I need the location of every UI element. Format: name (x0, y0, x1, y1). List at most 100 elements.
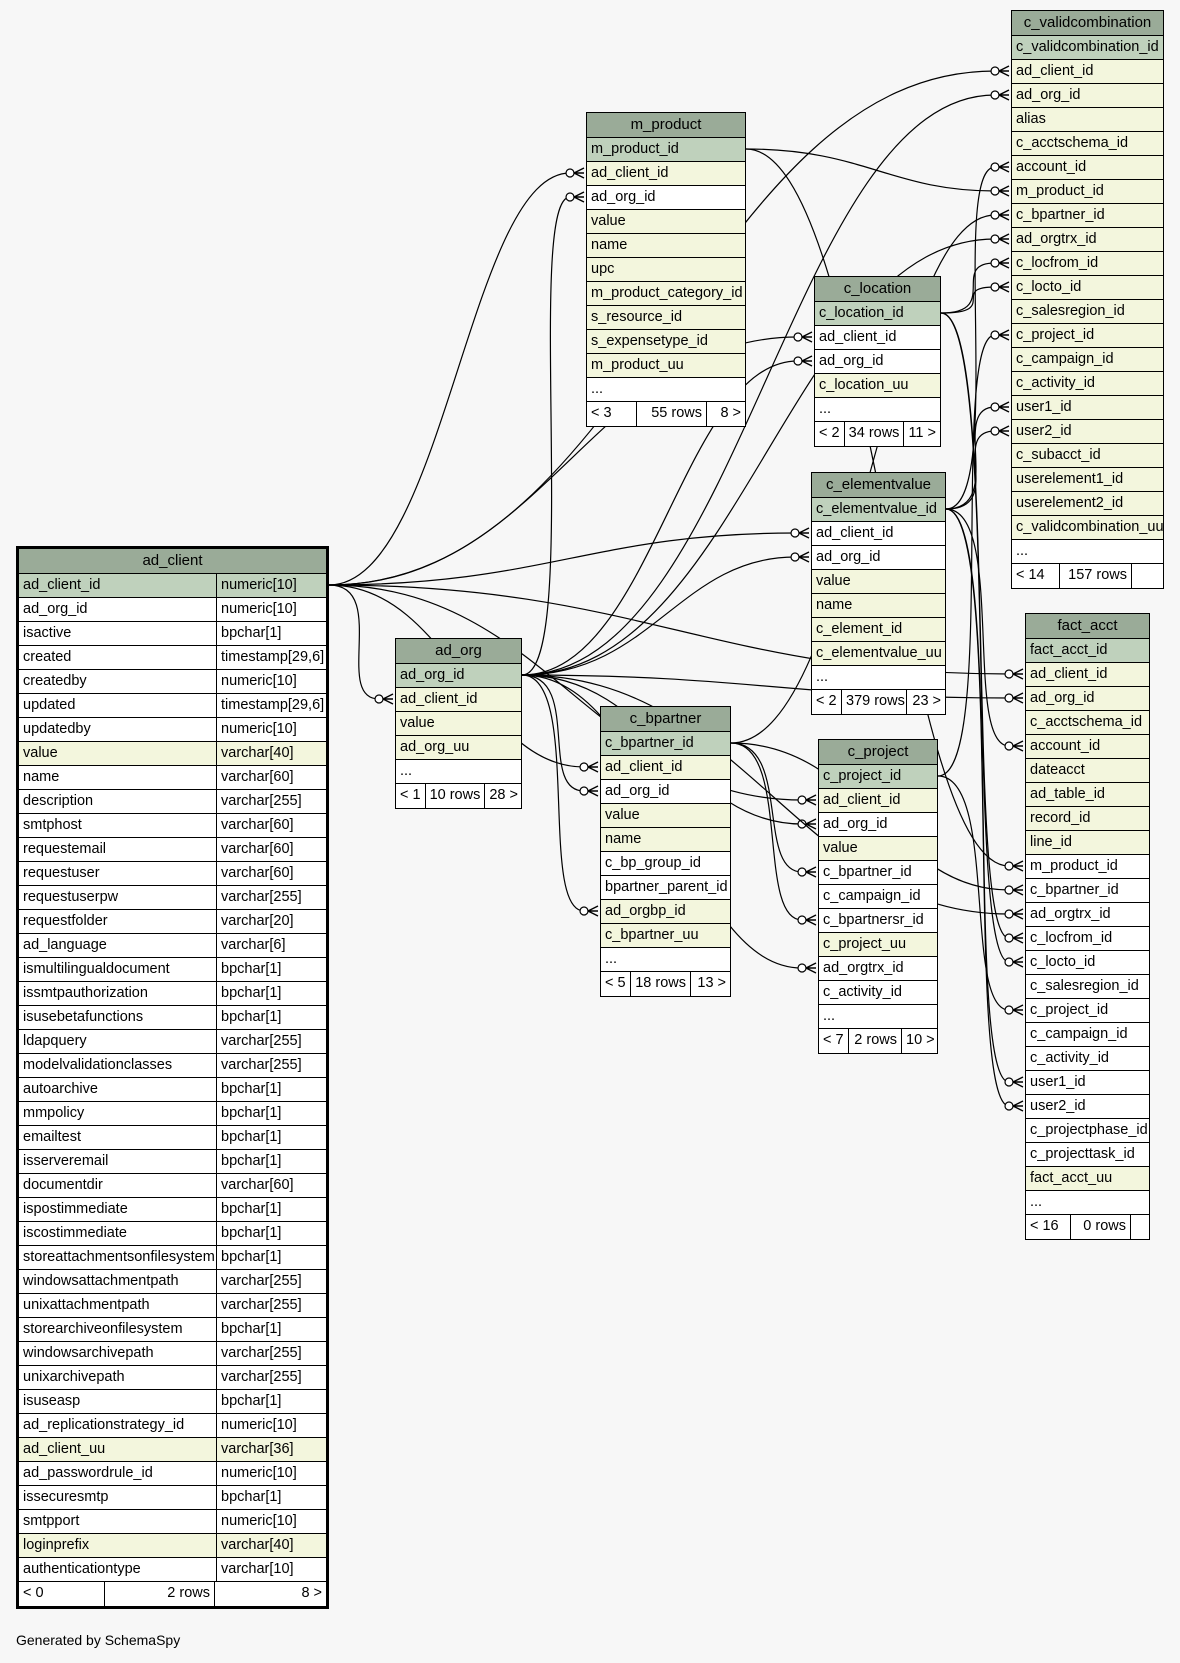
column-row-value[interactable]: value (819, 837, 937, 861)
footer-child-count[interactable] (1131, 1215, 1149, 1239)
column-row-ad-client-id[interactable]: ad_client_id (601, 756, 730, 780)
column-row-ad-org-id[interactable]: ad_org_id (1026, 687, 1149, 711)
column-row-ad-org-uu[interactable]: ad_org_uu (396, 736, 521, 760)
column-row-value[interactable]: value (587, 210, 745, 234)
column-row-m-product-category-id[interactable]: m_product_category_id (587, 282, 745, 306)
column-row-c-projectphase-id[interactable]: c_projectphase_id (1026, 1119, 1149, 1143)
column-row-ad-client-id[interactable]: ad_client_id (819, 789, 937, 813)
column-row-ad-orgbp-id[interactable]: ad_orgbp_id (601, 900, 730, 924)
column-row-c-location-uu[interactable]: c_location_uu (815, 374, 940, 398)
column-row-c-bp-group-id[interactable]: c_bp_group_id (601, 852, 730, 876)
column-row-s-resource-id[interactable]: s_resource_id (587, 306, 745, 330)
column-row-name[interactable]: name (812, 594, 945, 618)
table-title[interactable]: c_location (815, 277, 940, 302)
column-row-m-product-id[interactable]: m_product_id (1026, 855, 1149, 879)
column-row-more[interactable]: ... (1026, 1191, 1149, 1215)
column-row-c-project-uu[interactable]: c_project_uu (819, 933, 937, 957)
column-row-alias[interactable]: alias (1012, 108, 1163, 132)
footer-parent-count[interactable]: < 0 (19, 1582, 105, 1606)
column-row-userelement1-id[interactable]: userelement1_id (1012, 468, 1163, 492)
column-row-more[interactable]: ... (1012, 540, 1163, 564)
column-row-c-project-id[interactable]: c_project_id (1026, 999, 1149, 1023)
table-title[interactable]: ad_org (396, 639, 521, 664)
column-row-more[interactable]: ... (396, 760, 521, 784)
column-row-ad-client-id[interactable]: ad_client_id (1026, 663, 1149, 687)
table-title[interactable]: ad_client (19, 549, 326, 574)
column-row-c-activity-id[interactable]: c_activity_id (1026, 1047, 1149, 1071)
column-row-c-activity-id[interactable]: c_activity_id (1012, 372, 1163, 396)
column-row-userelement2-id[interactable]: userelement2_id (1012, 492, 1163, 516)
column-row-c-project-id[interactable]: c_project_id (819, 765, 937, 789)
column-row-ad-orgtrx-id[interactable]: ad_orgtrx_id (1012, 228, 1163, 252)
column-row-value[interactable]: value (812, 570, 945, 594)
column-row-c-validcombination-uu[interactable]: c_validcombination_uu (1012, 516, 1163, 540)
column-row-c-campaign-id[interactable]: c_campaign_id (1012, 348, 1163, 372)
column-row-c-locfrom-id[interactable]: c_locfrom_id (1026, 927, 1149, 951)
column-row-c-salesregion-id[interactable]: c_salesregion_id (1026, 975, 1149, 999)
column-row-value[interactable]: value (396, 712, 521, 736)
footer-parent-count[interactable]: < 1 (396, 784, 426, 808)
table-title[interactable]: c_validcombination (1012, 11, 1163, 36)
column-row-c-element-id[interactable]: c_element_id (812, 618, 945, 642)
column-row-account-id[interactable]: account_id (1026, 735, 1149, 759)
column-row-m-product-id[interactable]: m_product_id (1012, 180, 1163, 204)
column-row-ad-org-id[interactable]: ad_org_id (587, 186, 745, 210)
column-row-ad-org-id[interactable]: ad_org_id (601, 780, 730, 804)
column-row-line-id[interactable]: line_id (1026, 831, 1149, 855)
column-row-c-locto-id[interactable]: c_locto_id (1012, 276, 1163, 300)
column-row-name[interactable]: name (601, 828, 730, 852)
column-row-ad-client-id[interactable]: ad_client_id (815, 326, 940, 350)
column-row-name[interactable]: name (587, 234, 745, 258)
column-row-m-product-uu[interactable]: m_product_uu (587, 354, 745, 378)
footer-parent-count[interactable]: < 2 (815, 422, 845, 446)
column-row-value[interactable]: value (601, 804, 730, 828)
column-row-ad-table-id[interactable]: ad_table_id (1026, 783, 1149, 807)
column-row-c-bpartner-id[interactable]: c_bpartner_id (1026, 879, 1149, 903)
column-row-c-acctschema-id[interactable]: c_acctschema_id (1026, 711, 1149, 735)
footer-parent-count[interactable]: < 16 (1026, 1215, 1071, 1239)
column-row-c-bpartner-uu[interactable]: c_bpartner_uu (601, 924, 730, 948)
column-row-ad-orgtrx-id[interactable]: ad_orgtrx_id (1026, 903, 1149, 927)
column-row-c-location-id[interactable]: c_location_id (815, 302, 940, 326)
column-row-more[interactable]: ... (812, 666, 945, 690)
column-row-ad-org-id[interactable]: ad_org_id (812, 546, 945, 570)
table-title[interactable]: c_elementvalue (812, 473, 945, 498)
column-row-c-acctschema-id[interactable]: c_acctschema_id (1012, 132, 1163, 156)
column-row-c-subacct-id[interactable]: c_subacct_id (1012, 444, 1163, 468)
column-row-s-expensetype-id[interactable]: s_expensetype_id (587, 330, 745, 354)
column-row-fact-acct-uu[interactable]: fact_acct_uu (1026, 1167, 1149, 1191)
column-row-ad-client-id[interactable]: ad_client_id (587, 162, 745, 186)
